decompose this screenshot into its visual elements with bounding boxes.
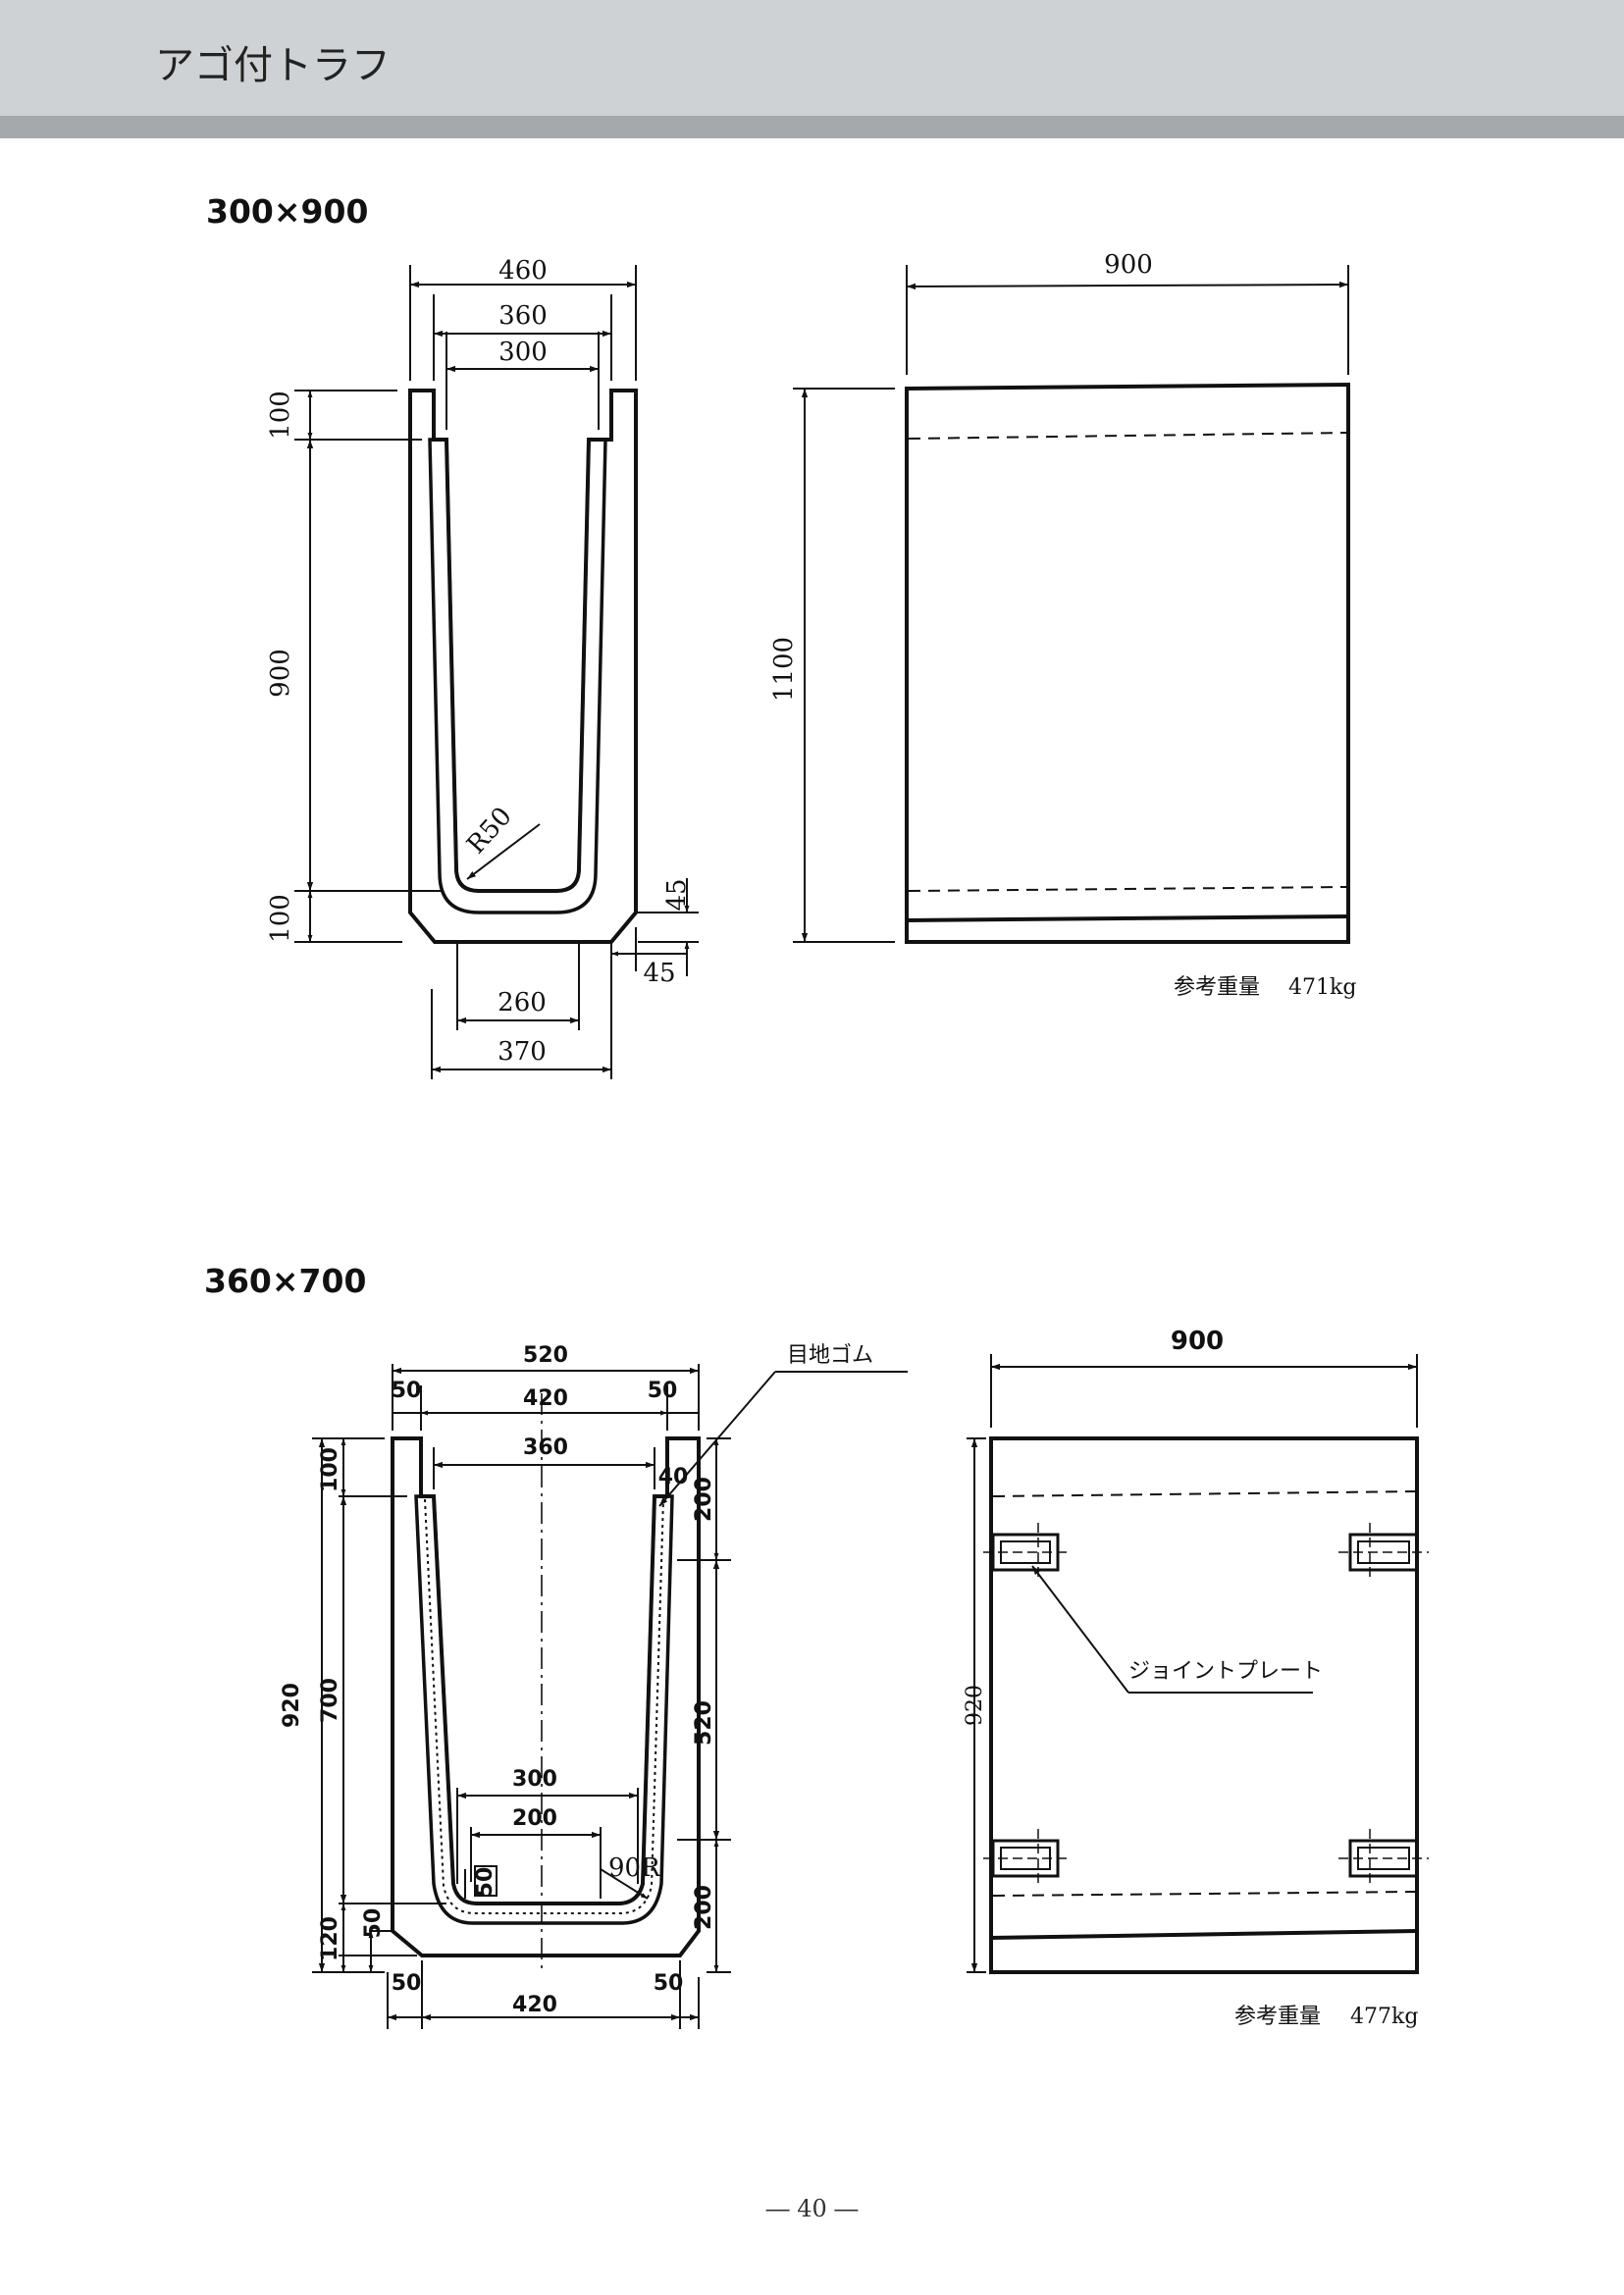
s2-dim-200-top: 200 (692, 1477, 716, 1522)
s2-dim-50-small: 50 (473, 1867, 498, 1898)
s2-dim-50-right: 50 (648, 1379, 678, 1403)
s2-inner-outline (414, 1494, 674, 1925)
page-header (0, 0, 1624, 118)
s2-dim-520-vert: 520 (692, 1700, 716, 1746)
s1-radius-label: R50 (461, 802, 518, 860)
s2-dim-200: 200 (512, 1806, 557, 1831)
s1-dim-100-top: 100 (266, 391, 295, 440)
s2-dim-700: 700 (318, 1678, 342, 1723)
s1-side-outline (905, 382, 1350, 944)
s2-dim-120: 120 (318, 1916, 342, 1961)
s2-joint-plate-top-left (983, 1523, 1070, 1582)
s2-dim-420: 420 (523, 1386, 568, 1411)
s1-weight-label: 参考重量 (1174, 975, 1260, 1000)
s2-front-labels: 520 50 420 50 360 40 目地ゴム 920 100 700 12… (280, 1343, 873, 2017)
s1-chamfer-w: 45 (643, 959, 675, 988)
s2-joint-plate-top-right (1338, 1523, 1429, 1582)
s2-dim-920: 920 (280, 1683, 304, 1728)
s1-front-labels: 460 360 300 100 900 100 R50 45 45 260 37… (266, 256, 692, 1067)
s2-side-view (967, 1354, 1429, 1974)
s1-dim-370: 370 (498, 1037, 547, 1067)
s2-weight-label: 参考重量 (1234, 2005, 1321, 2029)
s2-dim-50-bottom-right: 50 (654, 1971, 684, 1996)
page-title: アゴ付トラフ (155, 43, 391, 88)
s2-weight-value: 477kg (1350, 2005, 1418, 2029)
s2-side-length: 900 (1171, 1327, 1224, 1356)
s1-dim-900: 900 (266, 649, 295, 698)
s2-joint-plate-bottom-left (983, 1829, 1070, 1888)
s2-dim-100: 100 (318, 1447, 342, 1492)
s2-wall-40: 40 (658, 1465, 689, 1489)
s1-dim-460: 460 (498, 256, 548, 286)
s2-joint-plate-label: ジョイントプレート (1128, 1659, 1323, 1684)
s2-dim-360: 360 (523, 1435, 568, 1460)
s1-chamfer-h: 45 (662, 878, 692, 911)
s2-dim-200-bottom: 200 (692, 1885, 716, 1930)
s1-dim-360: 360 (498, 301, 548, 331)
header-strip (0, 116, 1624, 138)
section1-title: 300×900 (206, 192, 369, 231)
s2-dim-50-vert: 50 (361, 1908, 386, 1939)
s1-dim-300: 300 (498, 338, 548, 367)
s2-side-outline (989, 1436, 1419, 1974)
s2-joint-rubber-label: 目地ゴム (787, 1343, 873, 1368)
s2-side-height: 920 (963, 1685, 987, 1726)
s1-side-labels: 900 1100 参考重量 471kg (769, 250, 1356, 1000)
s1-dim-100-bottom: 100 (266, 894, 295, 943)
s2-dim-50-bottom-left: 50 (392, 1971, 422, 1996)
s1-side-height: 1100 (769, 637, 799, 702)
s2-dim-300: 300 (512, 1767, 557, 1792)
section2-title: 360×700 (204, 1262, 367, 1300)
s2-dim-520: 520 (523, 1343, 568, 1368)
s2-joint-plate-bottom-right (1338, 1829, 1429, 1888)
s1-front-view (294, 265, 699, 1079)
s2-side-labels: 900 920 ジョイントプレート 参考重量 477kg (963, 1327, 1418, 2029)
s2-radius-label: 90R (608, 1853, 661, 1883)
s1-dim-260: 260 (498, 988, 547, 1017)
s2-joint-rubber-band (424, 1498, 664, 1914)
s2-dim-420-bottom: 420 (512, 1993, 557, 2017)
s1-weight-value: 471kg (1288, 975, 1356, 1000)
s1-side-view (793, 265, 1350, 944)
s1-inner-outline (428, 438, 607, 914)
page-number: ― 40 ― (765, 2195, 859, 2222)
s1-side-length: 900 (1104, 250, 1153, 280)
s2-dim-50-left: 50 (392, 1379, 422, 1403)
s2-front-view (312, 1364, 908, 2029)
